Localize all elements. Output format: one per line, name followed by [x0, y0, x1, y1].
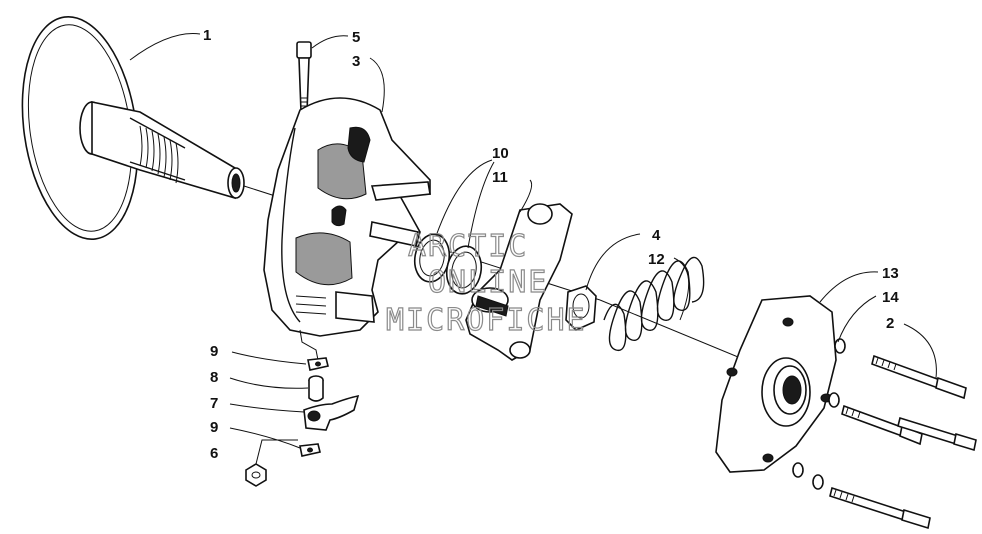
part-12-spring: [603, 256, 705, 352]
leader-lines: [129, 33, 937, 449]
callout-14: 14: [882, 289, 899, 306]
part-8-bushing: [308, 375, 324, 402]
callout-9-bottom: 9: [210, 419, 218, 436]
part-13-cover-plate: [715, 295, 837, 473]
callout-6: 6: [210, 445, 218, 462]
part-6-nut: [245, 463, 267, 487]
callout-2: 2: [886, 315, 894, 332]
callout-10: 10: [492, 145, 509, 162]
callout-12: 12: [648, 251, 665, 268]
watermark: ARCTIC ONLINE MICROFICHE: [385, 228, 587, 338]
shaft-threads: [139, 125, 179, 184]
part-7-roller-weight: [303, 394, 360, 431]
watermark-line-2: ONLINE: [428, 265, 548, 300]
callout-labels: 1 5 3 10 11 4 12 13 14 2 9 8 7 9 6: [203, 27, 899, 462]
leader-6: [255, 439, 298, 465]
part-14-washers: [792, 338, 846, 490]
watermark-line-1: ARCTIC: [408, 229, 528, 264]
callout-8: 8: [210, 369, 218, 386]
part-10-o-rings: [413, 233, 483, 295]
part-3-spider-housing: [263, 97, 431, 361]
part-9-washer-top: [307, 357, 329, 371]
callout-13: 13: [882, 265, 899, 282]
callout-4: 4: [652, 227, 661, 244]
part-11-cam-arm: [465, 203, 573, 361]
callout-1: 1: [203, 27, 211, 44]
callout-11: 11: [492, 169, 508, 186]
callout-5: 5: [352, 29, 360, 46]
callout-7: 7: [210, 395, 218, 412]
part-4-bushing: [565, 285, 597, 331]
callout-9-top: 9: [210, 343, 218, 360]
part-1-sheave: [21, 16, 245, 240]
part-2-bolts: [829, 354, 977, 530]
callout-3: 3: [352, 53, 360, 70]
part-9-washer-bottom: [299, 443, 321, 457]
watermark-line-3: MICROFICHE: [386, 303, 587, 338]
